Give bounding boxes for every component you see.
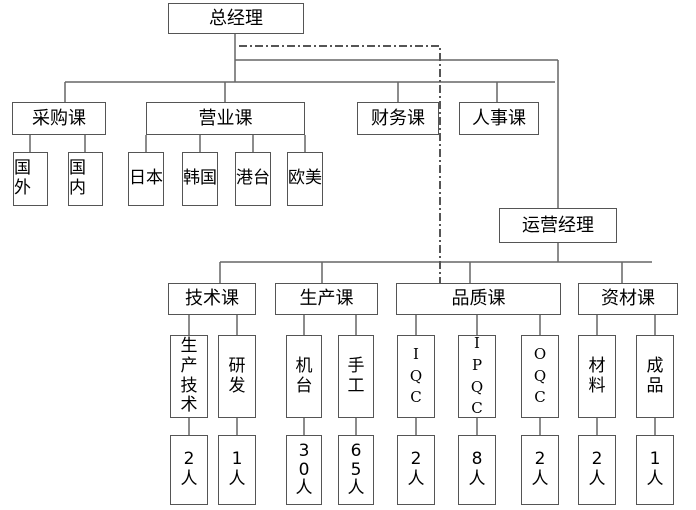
unit-finished-goods: 成品 <box>636 335 674 418</box>
headcount-production-tech: 2人 <box>170 435 208 505</box>
headcount-ipqc: 8人 <box>458 435 496 505</box>
headcount-finished-goods: 1人 <box>636 435 674 505</box>
dept-hr: 人事课 <box>459 102 539 135</box>
sub-europe-america: 欧美 <box>287 152 323 206</box>
unit-iqc: IQC <box>397 335 435 418</box>
dept-technical: 技术课 <box>168 283 256 315</box>
sub-korea: 韩国 <box>182 152 218 206</box>
unit-oqc: OQC <box>521 335 559 418</box>
ops-manager-box: 运营经理 <box>499 208 617 243</box>
headcount-machine: 30人 <box>286 435 322 505</box>
headcount-iqc: 2人 <box>397 435 435 505</box>
sub-hk-taiwan: 港台 <box>235 152 271 206</box>
unit-rnd: 研发 <box>218 335 256 418</box>
headcount-manual: 65人 <box>338 435 374 505</box>
sub-domestic: 国内 <box>68 152 103 206</box>
unit-manual: 手工 <box>338 335 374 418</box>
sub-japan: 日本 <box>128 152 164 206</box>
unit-production-tech: 生产技术 <box>170 335 208 418</box>
dept-finance: 财务课 <box>357 102 439 135</box>
dept-sales: 营业课 <box>146 102 305 135</box>
unit-ipqc: IPQC <box>458 334 496 418</box>
ceo-label: 总经理 <box>209 7 263 29</box>
headcount-oqc: 2人 <box>521 435 559 505</box>
dept-quality: 品质课 <box>396 283 561 315</box>
unit-machine: 机台 <box>286 335 322 418</box>
dept-production: 生产课 <box>275 283 378 315</box>
headcount-rnd: 1人 <box>218 435 256 505</box>
sub-overseas: 国外 <box>13 152 48 206</box>
ceo-box: 总经理 <box>168 3 304 34</box>
dept-purchasing: 采购课 <box>12 102 106 135</box>
unit-raw-material: 材料 <box>578 335 616 418</box>
headcount-raw-material: 2人 <box>578 435 616 505</box>
dept-materials: 资材课 <box>578 283 678 315</box>
